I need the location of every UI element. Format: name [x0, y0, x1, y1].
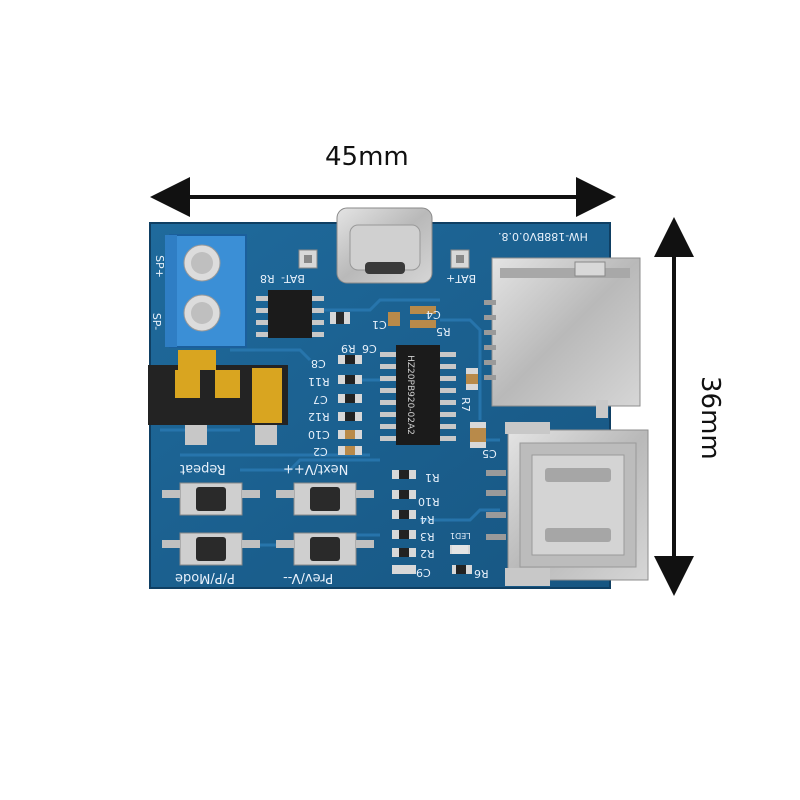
next-button-label: Next/V++: [283, 461, 349, 476]
ref-label: C10: [308, 428, 330, 441]
ref-label: R3: [420, 530, 435, 543]
ref-label: R6: [474, 567, 489, 580]
ref-label: R1: [425, 471, 440, 484]
ref-label: LED1: [450, 531, 471, 540]
ref-label: C2: [313, 445, 328, 458]
ref-label: R12: [308, 410, 330, 423]
ref-label: R10: [418, 495, 440, 508]
tf-card-slot: [484, 257, 641, 418]
speaker-terminal-block: [165, 234, 247, 348]
smd-components: [330, 306, 486, 574]
width-dimension-label: 45mm: [325, 142, 409, 172]
speaker-minus-label: SP-: [150, 312, 164, 331]
charger-ic: [256, 290, 324, 338]
tactile-buttons: [162, 482, 374, 566]
repeat-button-label: Repeat: [180, 461, 226, 476]
ref-label: C4: [426, 308, 441, 321]
prev-button-label: Prev/V--: [283, 570, 334, 585]
ref-label: R2: [420, 547, 435, 560]
main-audio-ic: [380, 345, 456, 445]
audio-jack: [148, 350, 288, 445]
board-model-label: HW-188BV0.0.8.: [498, 230, 588, 243]
ref-label: R7: [458, 397, 472, 412]
ref-label: R9: [341, 342, 356, 355]
ref-label: R8: [260, 272, 275, 285]
ref-label: C9: [416, 566, 431, 579]
usb-a-port: [486, 422, 649, 586]
ref-label: C7: [313, 393, 328, 406]
ref-label: R4: [420, 513, 435, 526]
speaker-plus-label: SP+: [152, 255, 166, 278]
ref-label: C6: [362, 342, 377, 355]
ref-label: R11: [308, 375, 330, 388]
ref-label: C8: [311, 357, 326, 370]
ref-label: C1: [372, 318, 387, 331]
height-dimension-label: 36mm: [695, 376, 725, 460]
mode-button-label: P/P/Mode: [175, 570, 235, 585]
usb-c-connector: [336, 207, 433, 284]
bat-minus-label: BAT-: [281, 272, 305, 285]
ref-label: R5: [436, 325, 451, 338]
chip-marking-label: HZ20PB920-02A2: [404, 355, 415, 435]
bat-plus-label: BAT+: [446, 272, 477, 285]
ref-label: C5: [482, 447, 497, 460]
